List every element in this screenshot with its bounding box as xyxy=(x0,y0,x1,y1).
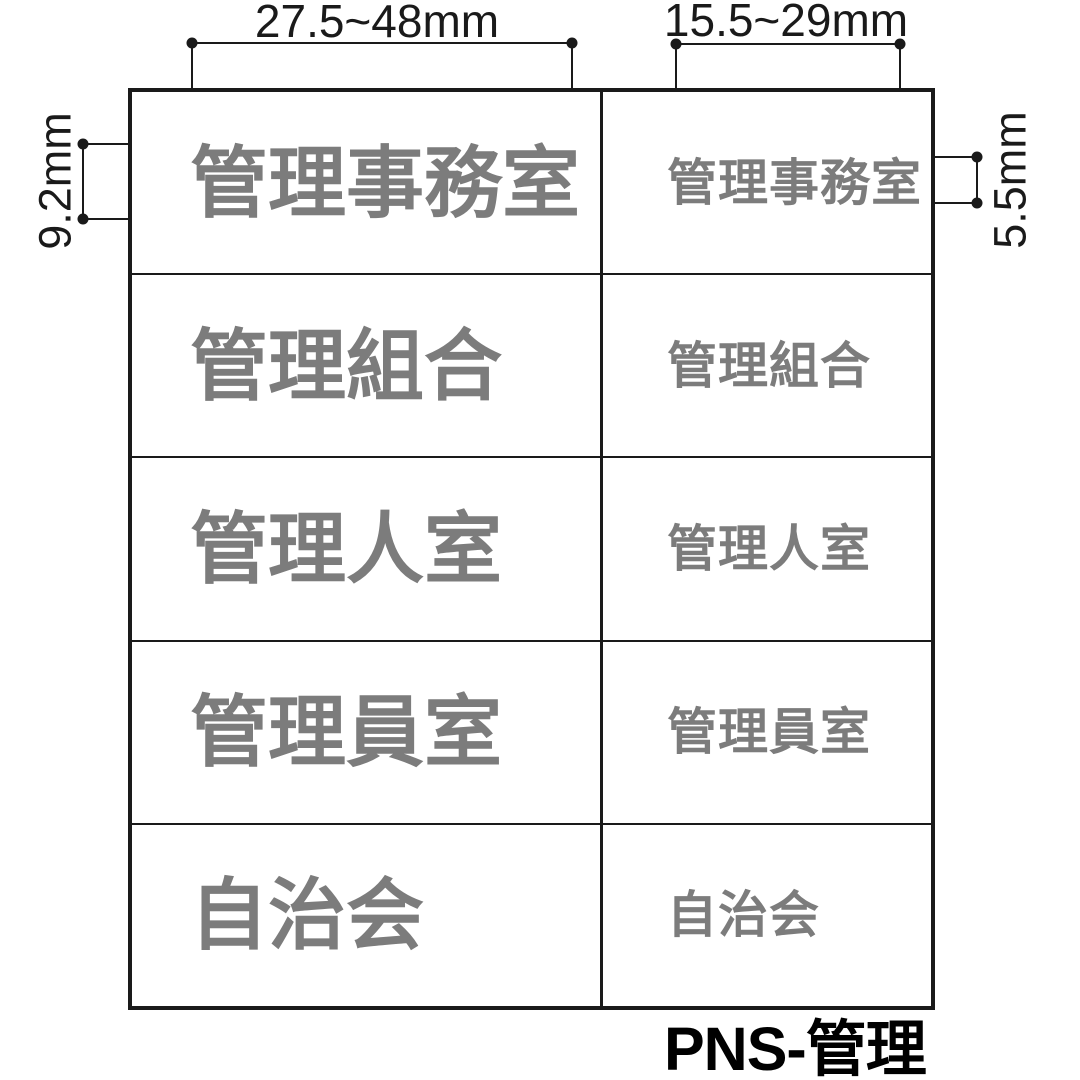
sign-text-small: 自治会 xyxy=(667,887,820,944)
sign-sample-table: 管理事務室 管理事務室 管理組合 管理組合 管理人室 管理人室 管理員 xyxy=(128,88,935,1010)
small-text-cell: 管理組合 xyxy=(603,275,931,456)
small-text-cell: 自治会 xyxy=(603,825,931,1006)
sign-text-small: 管理組合 xyxy=(667,337,871,394)
small-text-cell: 管理員室 xyxy=(603,642,931,823)
large-text-cell: 管理人室 xyxy=(132,458,603,640)
table-row: 管理組合 管理組合 xyxy=(132,273,931,457)
sign-text-large: 管理人室 xyxy=(190,505,503,593)
small-text-height-dimension-label: 5.5mm xyxy=(984,111,1036,249)
table-row: 自治会 自治会 xyxy=(132,822,931,1007)
sign-text-small: 管理員室 xyxy=(667,704,871,761)
sign-text-small: 管理人室 xyxy=(667,521,871,577)
small-text-cell: 管理人室 xyxy=(603,458,931,639)
small-text-width-dimension-label: 15.5~29mm xyxy=(663,0,909,46)
sign-text-large: 管理員室 xyxy=(190,688,503,777)
sign-text-large: 管理事務室 xyxy=(190,138,581,227)
table-row: 管理事務室 管理事務室 xyxy=(132,92,931,274)
large-text-height-dimension-label: 9.2mm xyxy=(29,112,81,250)
large-text-width-dimension-label: 27.5~48mm xyxy=(254,0,500,47)
table-row: 管理人室 管理人室 xyxy=(132,456,931,640)
product-code-label: PNS-管理 xyxy=(664,1015,927,1080)
large-text-cell: 自治会 xyxy=(132,824,603,1007)
large-text-cell: 管理員室 xyxy=(132,641,603,823)
large-text-cell: 管理事務室 xyxy=(132,92,603,274)
sign-text-large: 自治会 xyxy=(190,871,425,960)
table-row: 管理員室 管理員室 xyxy=(132,639,931,823)
large-text-cell: 管理組合 xyxy=(132,275,603,457)
sign-text-small: 管理事務室 xyxy=(667,154,922,211)
sign-text-large: 管理組合 xyxy=(190,321,503,410)
small-text-cell: 管理事務室 xyxy=(603,92,931,273)
